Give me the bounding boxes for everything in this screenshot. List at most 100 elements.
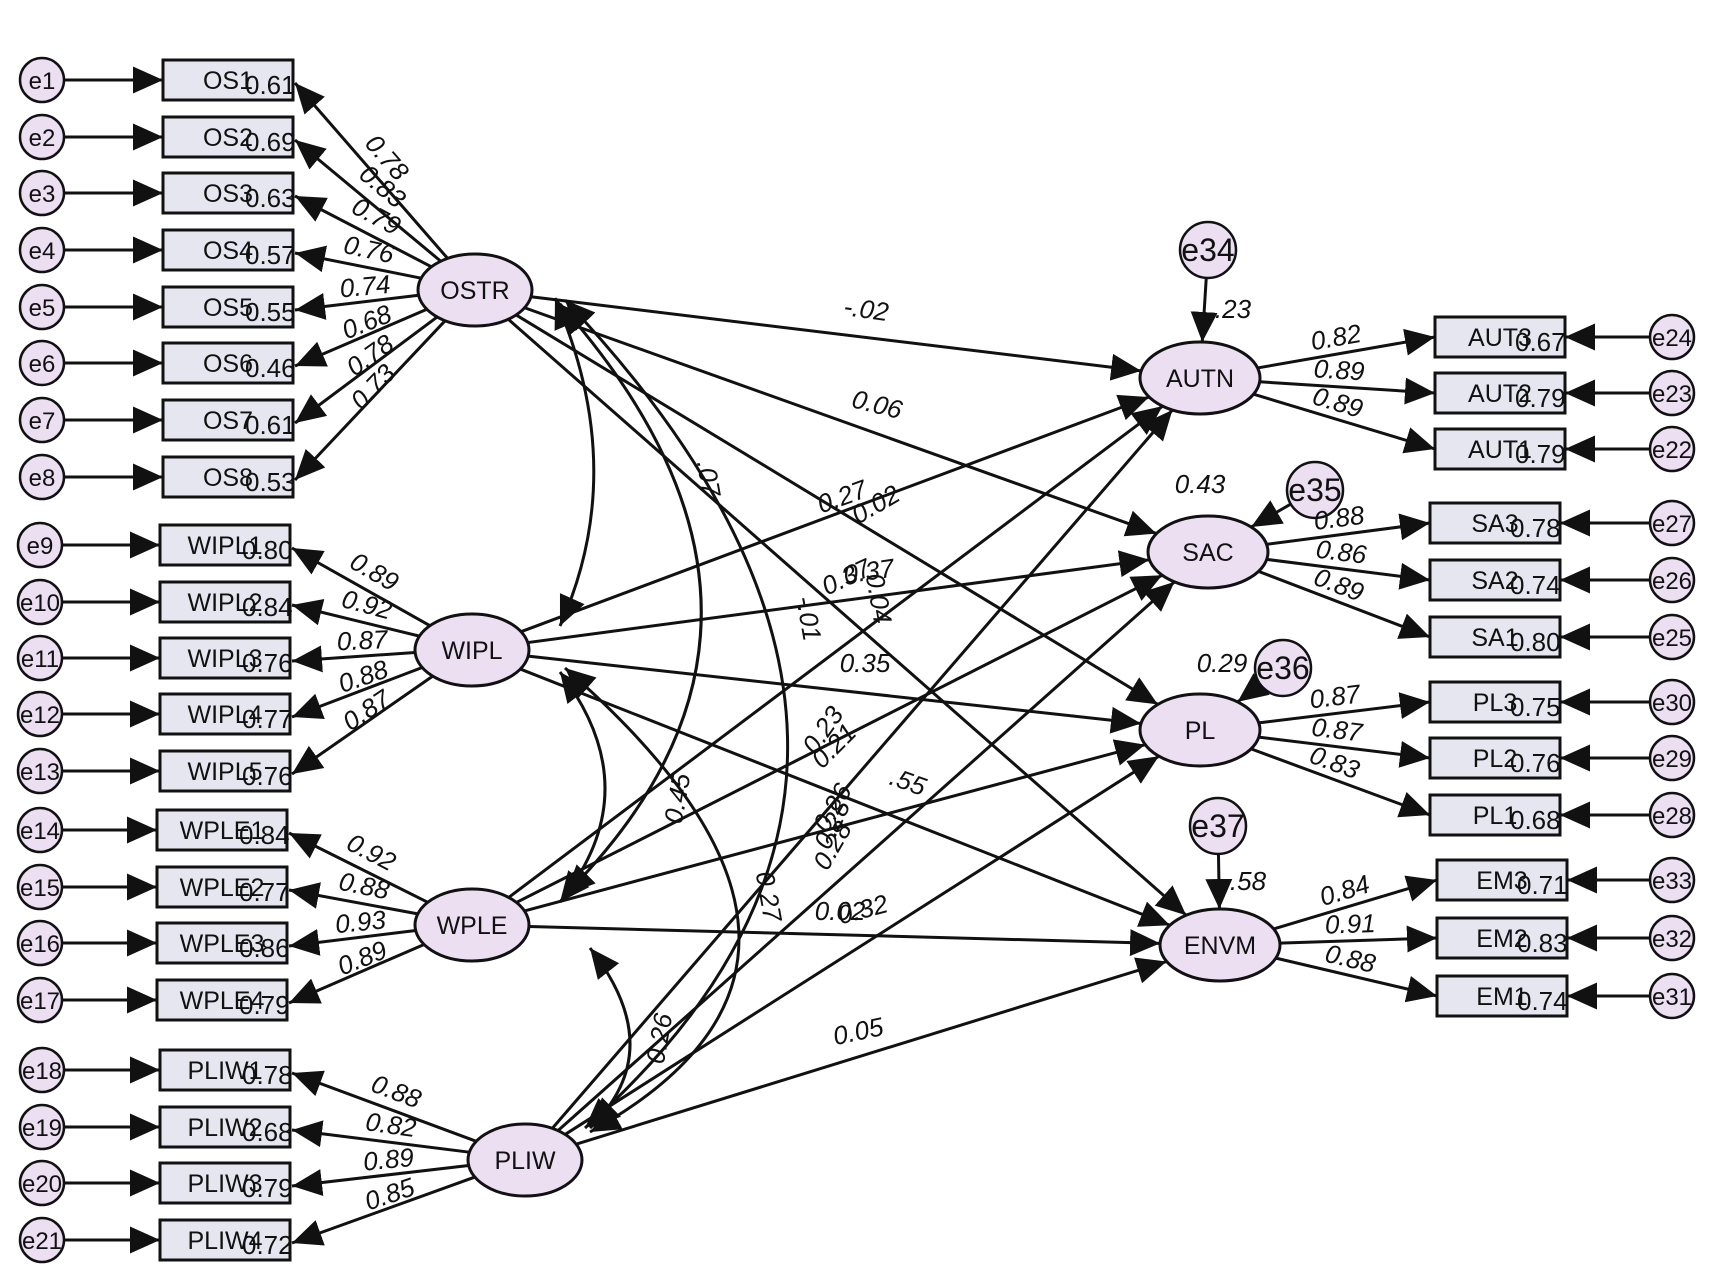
latent-PLIW <box>466 1122 584 1198</box>
r2-label-PLIW3: 0.79 <box>242 1173 293 1203</box>
indicator-WIPL5 <box>158 749 292 793</box>
indicator-PLIW1 <box>158 1048 292 1092</box>
error-label-e14: e14 <box>20 818 60 845</box>
error-e32 <box>1648 914 1696 962</box>
error-label-e3: e3 <box>29 181 56 208</box>
error-e5 <box>18 283 66 331</box>
indicator-label-WIPL3: WIPL3 <box>187 645 262 673</box>
path-arrow-WIPL-SAC <box>527 550 1150 645</box>
disturbance-arrow-e37 <box>1205 853 1233 910</box>
indicator-OS6 <box>161 341 295 385</box>
indicator-AUT1 <box>1433 427 1567 471</box>
indicator-WIPL1 <box>158 523 292 567</box>
latent-label-OSTR: OSTR <box>440 277 509 305</box>
error-e30 <box>1648 678 1696 726</box>
indicator-label-WIPL1: WIPL1 <box>187 532 262 560</box>
indicator-label-AUT3: AUT3 <box>1468 324 1532 352</box>
indicator-WPLE3 <box>155 921 289 965</box>
loading-arrow-PL3 <box>1258 692 1431 725</box>
indicator-label-WPLE4: WPLE4 <box>180 987 265 1015</box>
loading-arrow-WPLE1 <box>288 831 429 904</box>
indicator-label-WIPL5: WIPL5 <box>187 758 262 786</box>
loading-arrow-SA3 <box>1266 513 1431 546</box>
r2-label-AUT1: 0.79 <box>1515 439 1566 469</box>
indicator-EM2 <box>1435 916 1569 960</box>
error-label-e33: e33 <box>1652 868 1692 895</box>
r2-label-SA1: 0.80 <box>1510 627 1561 657</box>
loading-arrow-PL2 <box>1258 735 1431 768</box>
indicator-label-PL2: PL2 <box>1473 745 1517 773</box>
error-label-e21: e21 <box>22 1228 62 1255</box>
loading-arrow-PL1 <box>1250 747 1431 818</box>
path-label-WIPL_ENVM: .55 <box>886 761 931 802</box>
error-label-e30: e30 <box>1652 690 1692 717</box>
indicator-PLIW2 <box>158 1105 292 1149</box>
loading-label-WIPL3: 0.87 <box>336 624 389 656</box>
error-e18 <box>18 1046 66 1094</box>
indicator-label-AUT1: AUT1 <box>1468 436 1532 464</box>
edges-layer <box>62 66 1650 1254</box>
error-label-e1: e1 <box>29 68 56 95</box>
latent-label-ENVM: ENVM <box>1184 932 1256 960</box>
r2-label-WIPL2: 0.84 <box>242 592 293 622</box>
error-e26 <box>1648 556 1696 604</box>
r2-label-WPLE4: 0.79 <box>239 990 290 1020</box>
indicator-label-PLIW2: PLIW2 <box>187 1114 262 1142</box>
loading-arrow-OS2 <box>294 138 442 263</box>
r2-label-PL1: 0.68 <box>1510 805 1561 835</box>
indicator-label-SA2: SA2 <box>1471 567 1518 595</box>
indicator-label-OS1: OS1 <box>203 67 253 95</box>
indicator-label-WPLE2: WPLE2 <box>180 874 265 902</box>
indicator-label-OS7: OS7 <box>203 407 253 435</box>
indicator-label-PLIW3: PLIW3 <box>187 1170 262 1198</box>
indicator-WIPL3 <box>158 636 292 680</box>
error-e17 <box>16 976 64 1024</box>
disturbance-e35 <box>1285 460 1345 520</box>
r2-label-WPLE1: 0.84 <box>239 820 290 850</box>
r2-label-PLIW2: 0.68 <box>242 1117 293 1147</box>
error-label-e20: e20 <box>22 1171 62 1198</box>
loading-arrow-EM1 <box>1275 956 1438 1003</box>
error-label-e6: e6 <box>29 351 56 378</box>
r2-label-EM1: 0.74 <box>1517 986 1568 1016</box>
r2-label-AUTN: .23 <box>1215 294 1252 324</box>
loading-label-SA3: 0.88 <box>1312 500 1367 536</box>
disturbance-label-e34: e34 <box>1181 232 1234 268</box>
indicator-label-SA1: SA1 <box>1471 624 1518 652</box>
loading-arrow-AUT3 <box>1257 328 1436 370</box>
error-e3 <box>18 169 66 217</box>
latent-WIPL <box>413 612 531 688</box>
path-arrow-WPLE-PL <box>524 739 1146 913</box>
loading-arrow-OS4 <box>294 245 422 280</box>
r2-label-OS4: 0.57 <box>245 240 296 270</box>
r2-label-WPLE2: 0.77 <box>239 877 290 907</box>
disturbance-arrow-e36 <box>1236 673 1270 704</box>
r2-label-WIPL5: 0.76 <box>242 761 293 791</box>
indicator-OS4 <box>161 228 295 272</box>
latent-label-WIPL: WIPL <box>441 637 502 665</box>
r2-label-WIPL1: 0.80 <box>242 535 293 565</box>
disturbance-e36 <box>1253 638 1313 698</box>
error-label-e29: e29 <box>1652 746 1692 773</box>
r2-label-PLIW4: 0.72 <box>242 1230 293 1260</box>
latent-label-WPLE: WPLE <box>437 912 508 940</box>
error-label-e12: e12 <box>20 702 60 729</box>
loading-label-EM3: 0.84 <box>1316 869 1373 912</box>
covariance-OSTR-WIPL <box>553 297 596 627</box>
r2-label-SA2: 0.74 <box>1510 570 1561 600</box>
r2-label-OS8: 0.53 <box>245 467 296 497</box>
loading-arrow-SA2 <box>1266 557 1431 590</box>
error-label-e23: e23 <box>1652 381 1692 408</box>
loading-label-PLIW2: 0.82 <box>364 1106 419 1143</box>
loading-arrow-WIPL4 <box>291 666 423 719</box>
indicator-OS5 <box>161 285 295 329</box>
latent-label-PLIW: PLIW <box>494 1147 556 1175</box>
path-label-WIPL_PL: 0.35 <box>840 648 891 678</box>
loading-arrow-OS1 <box>293 82 449 260</box>
loading-arrow-OS6 <box>294 307 428 368</box>
loading-label-PL3: 0.87 <box>1308 678 1363 714</box>
indicator-SA3 <box>1428 501 1562 545</box>
path-arrow-PLIW-AUTN <box>551 408 1174 1130</box>
covariance-label-OSTR_WIPL: .07 <box>691 458 727 500</box>
error-e25 <box>1648 613 1696 661</box>
